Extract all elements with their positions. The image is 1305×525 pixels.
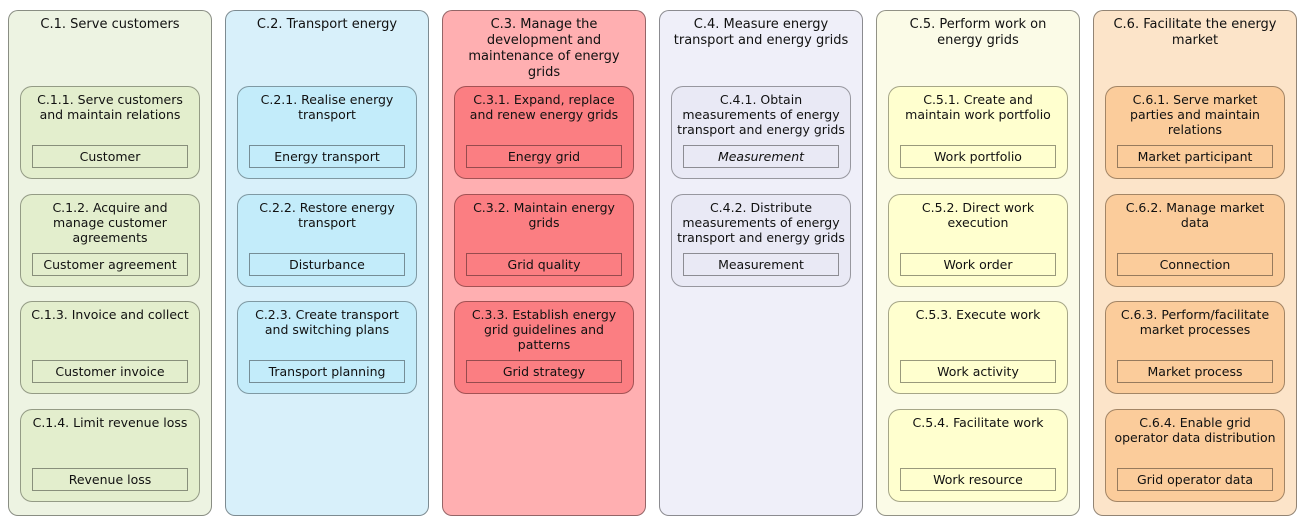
function-title: C.3.3. Establish energy grid guidelines … xyxy=(471,307,617,352)
object-label: Revenue loss xyxy=(68,472,152,487)
capability-column[interactable]: C.3. Manage the development and maintena… xyxy=(442,10,646,516)
function-box[interactable]: C.6.1. Serve market parties and maintain… xyxy=(1105,86,1285,179)
function-title: C.1.2. Acquire and manage customer agree… xyxy=(52,200,168,245)
capability-column[interactable]: C.4. Measure energy transport and energy… xyxy=(659,10,863,516)
function-box[interactable]: C.4.2. Distribute measurements of energy… xyxy=(671,194,851,287)
object-box[interactable]: Work resource xyxy=(900,468,1056,491)
capability-column[interactable]: C.2. Transport energy C.2.1. Realise ene… xyxy=(225,10,429,516)
function-box[interactable]: C.3.3. Establish energy grid guidelines … xyxy=(454,301,634,394)
function-box[interactable]: C.6.3. Perform/facilitate market process… xyxy=(1105,301,1285,394)
object-box[interactable]: Revenue loss xyxy=(32,468,188,491)
object-label: Work resource xyxy=(933,472,1023,487)
object-label: Measurement xyxy=(718,257,804,272)
object-label: Connection xyxy=(1159,257,1231,272)
object-box[interactable]: Work activity xyxy=(900,360,1056,383)
function-box[interactable]: C.6.4. Enable grid operator data distrib… xyxy=(1105,409,1285,502)
object-label: Grid quality xyxy=(507,257,581,272)
object-label: Work order xyxy=(943,257,1013,272)
object-box[interactable]: Measurement xyxy=(683,145,839,168)
object-box[interactable]: Work order xyxy=(900,253,1056,276)
object-box[interactable]: Customer invoice xyxy=(32,360,188,383)
function-title: C.5.3. Execute work xyxy=(915,307,1041,322)
object-label: Customer invoice xyxy=(55,364,165,379)
function-box[interactable]: C.2.3. Create transport and switching pl… xyxy=(237,301,417,394)
function-title: C.1.3. Invoice and collect xyxy=(31,307,189,322)
object-box[interactable]: Customer agreement xyxy=(32,253,188,276)
object-label: Grid strategy xyxy=(502,364,586,379)
object-box[interactable]: Grid strategy xyxy=(466,360,622,383)
object-label: Market process xyxy=(1147,364,1243,379)
object-box[interactable]: Transport planning xyxy=(249,360,405,383)
capability-column[interactable]: C.6. Facilitate the energy market C.6.1.… xyxy=(1093,10,1297,516)
function-box[interactable]: C.1.3. Invoice and collect Customer invo… xyxy=(20,301,200,394)
column-title: C.1. Serve customers xyxy=(40,17,180,32)
function-title: C.2.1. Realise energy transport xyxy=(260,92,394,122)
function-title: C.4.2. Distribute measurements of energy… xyxy=(677,200,845,245)
object-label: Work activity xyxy=(937,364,1019,379)
function-box[interactable]: C.5.4. Facilitate work Work resource xyxy=(888,409,1068,502)
column-title: C.3. Manage the development and maintena… xyxy=(468,17,620,80)
function-title: C.3.2. Maintain energy grids xyxy=(473,200,615,230)
object-label: Measurement xyxy=(717,149,805,164)
function-box[interactable]: C.2.1. Realise energy transport Energy t… xyxy=(237,86,417,179)
object-label: Transport planning xyxy=(268,364,386,379)
object-box[interactable]: Energy transport xyxy=(249,145,405,168)
function-box[interactable]: C.1.1. Serve customers and maintain rela… xyxy=(20,86,200,179)
object-box[interactable]: Grid operator data xyxy=(1117,468,1273,491)
function-box[interactable]: C.5.1. Create and maintain work portfoli… xyxy=(888,86,1068,179)
function-title: C.6.4. Enable grid operator data distrib… xyxy=(1114,415,1276,445)
function-box[interactable]: C.4.1. Obtain measurements of energy tra… xyxy=(671,86,851,179)
object-box[interactable]: Disturbance xyxy=(249,253,405,276)
function-title: C.6.1. Serve market parties and maintain… xyxy=(1130,92,1260,137)
function-box[interactable]: C.5.3. Execute work Work activity xyxy=(888,301,1068,394)
function-box[interactable]: C.1.2. Acquire and manage customer agree… xyxy=(20,194,200,287)
function-title: C.6.3. Perform/facilitate market process… xyxy=(1120,307,1270,337)
function-box[interactable]: C.3.2. Maintain energy grids Grid qualit… xyxy=(454,194,634,287)
object-box[interactable]: Customer xyxy=(32,145,188,168)
function-title: C.3.1. Expand, replace and renew energy … xyxy=(469,92,619,122)
column-title: C.4. Measure energy transport and energy… xyxy=(673,17,849,48)
object-label: Disturbance xyxy=(289,257,365,272)
object-label: Energy grid xyxy=(507,149,581,164)
function-box[interactable]: C.6.2. Manage market data Connection xyxy=(1105,194,1285,287)
object-box[interactable]: Market participant xyxy=(1117,145,1273,168)
function-title: C.6.2. Manage market data xyxy=(1125,200,1265,230)
function-title: C.4.1. Obtain measurements of energy tra… xyxy=(677,92,845,137)
object-box[interactable]: Work portfolio xyxy=(900,145,1056,168)
function-box[interactable]: C.2.2. Restore energy transport Disturba… xyxy=(237,194,417,287)
function-box[interactable]: C.3.1. Expand, replace and renew energy … xyxy=(454,86,634,179)
object-label: Work portfolio xyxy=(934,149,1022,164)
object-label: Grid operator data xyxy=(1136,472,1254,487)
function-box[interactable]: C.1.4. Limit revenue loss Revenue loss xyxy=(20,409,200,502)
object-box[interactable]: Grid quality xyxy=(466,253,622,276)
object-box[interactable]: Market process xyxy=(1117,360,1273,383)
object-label: Customer xyxy=(79,149,141,164)
object-box[interactable]: Energy grid xyxy=(466,145,622,168)
capability-column[interactable]: C.5. Perform work on energy grids C.5.1.… xyxy=(876,10,1080,516)
function-box[interactable]: C.5.2. Direct work execution Work order xyxy=(888,194,1068,287)
object-label: Energy transport xyxy=(274,149,380,164)
object-box[interactable]: Connection xyxy=(1117,253,1273,276)
object-label: Market participant xyxy=(1137,149,1253,164)
function-title: C.2.2. Restore energy transport xyxy=(259,200,395,230)
function-title: C.1.4. Limit revenue loss xyxy=(32,415,188,430)
function-title: C.5.4. Facilitate work xyxy=(912,415,1044,430)
column-title: C.5. Perform work on energy grids xyxy=(909,17,1047,48)
column-title: C.6. Facilitate the energy market xyxy=(1113,17,1277,48)
function-title: C.5.1. Create and maintain work portfoli… xyxy=(905,92,1051,122)
object-label: Customer agreement xyxy=(43,257,177,272)
capability-column[interactable]: C.1. Serve customers C.1.1. Serve custom… xyxy=(8,10,212,516)
function-title: C.1.1. Serve customers and maintain rela… xyxy=(37,92,183,122)
function-title: C.2.3. Create transport and switching pl… xyxy=(255,307,399,337)
function-title: C.5.2. Direct work execution xyxy=(921,200,1035,230)
column-title: C.2. Transport energy xyxy=(256,17,398,32)
object-box[interactable]: Measurement xyxy=(683,253,839,276)
